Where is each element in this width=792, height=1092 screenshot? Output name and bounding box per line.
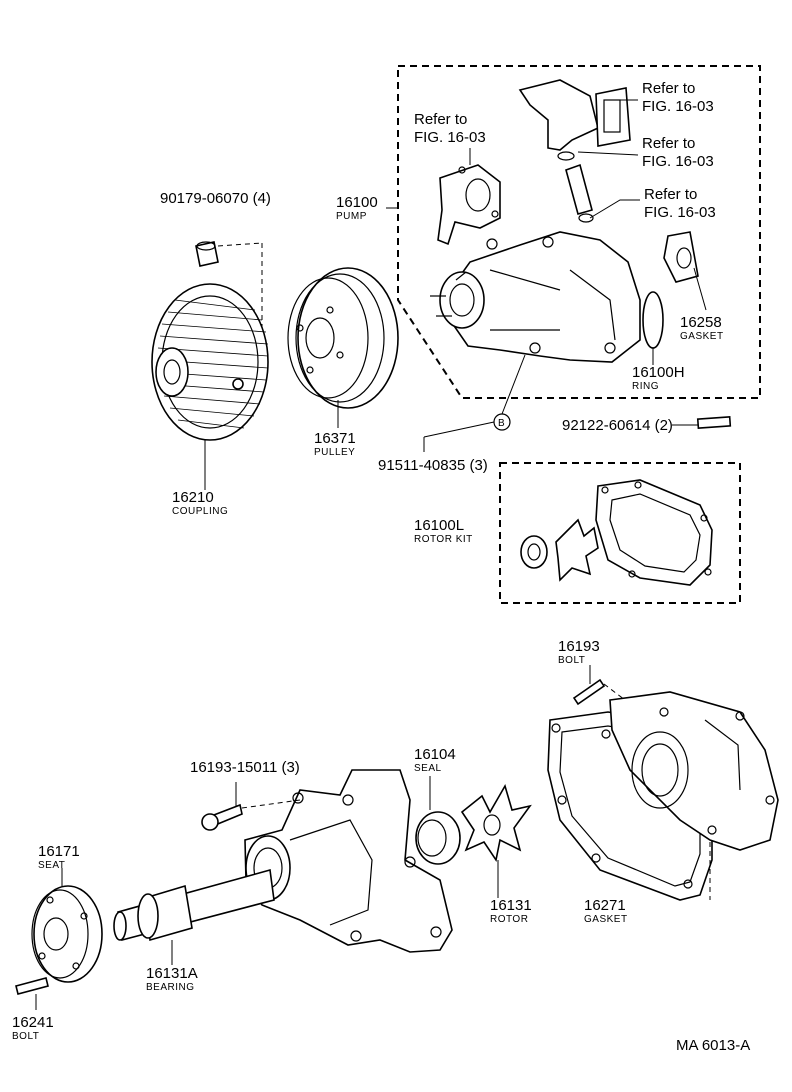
- label-pulley-name: PULLEY: [314, 447, 355, 458]
- label-gasket-num: 16258: [680, 314, 722, 331]
- ring-16100h-drawing: [642, 291, 664, 349]
- label-gasket-name: GASKET: [680, 331, 724, 342]
- label-refer3-a: Refer to: [642, 135, 695, 152]
- label-rotor-name: ROTOR: [490, 914, 528, 925]
- nut-90179-drawing: [195, 241, 263, 380]
- rotor-kit-boundary: [499, 462, 741, 604]
- label-gasket2-num: 16271: [584, 897, 626, 914]
- label-pump-num: 16100: [336, 194, 378, 211]
- label-bolt16193-name: BOLT: [558, 655, 585, 666]
- label-coupling-name: COUPLING: [172, 506, 228, 517]
- figure-id: MA 6013-A: [676, 1037, 750, 1054]
- seal-16104-drawing: [415, 776, 461, 865]
- refer4-leader: [589, 199, 640, 219]
- bolt-16193-drawing: [572, 665, 626, 706]
- label-bearing-num: 16131A: [146, 965, 198, 982]
- label-seat-num: 16171: [38, 843, 80, 860]
- callout-b-letter: B: [498, 418, 505, 429]
- pump-assembly-boundary: [397, 65, 761, 399]
- label-bolt16241-name: BOLT: [12, 1031, 39, 1042]
- bolt-16193-15011-drawing: [201, 782, 301, 831]
- pump-cover-drawing: [609, 691, 779, 900]
- label-coupling-num: 16210: [172, 489, 214, 506]
- pump-body-drawing: [244, 769, 453, 953]
- label-seal-name: SEAL: [414, 763, 442, 774]
- label-bolt16193-num: 16193: [558, 638, 600, 655]
- rotor-16131-drawing: [460, 783, 532, 898]
- label-16193-15011: 16193-15011 (3): [190, 759, 300, 776]
- label-rotor-num: 16131: [490, 897, 532, 914]
- label-ring-num: 16100H: [632, 364, 685, 381]
- outlet-pipe-drawing: [518, 79, 631, 161]
- label-bolt16241-num: 16241: [12, 1014, 54, 1031]
- label-gasket2-name: GASKET: [584, 914, 628, 925]
- label-seat-name: SEAT: [38, 860, 65, 871]
- stud-92122-drawing: [672, 416, 732, 429]
- bearing-16131a-drawing: [113, 868, 275, 965]
- gasket-16258-drawing: [663, 231, 699, 283]
- bolt-16241-drawing: [15, 977, 49, 1010]
- label-refer1-a: Refer to: [414, 111, 467, 128]
- label-pulley-num: 16371: [314, 430, 356, 447]
- bypass-pipe-drawing: [565, 163, 594, 223]
- seat-16171-drawing: [31, 868, 103, 983]
- pulley-drawing: [287, 267, 399, 409]
- label-stud-92122: 92122-60614 (2): [562, 417, 673, 434]
- label-91511: 91511-40835 (3): [378, 457, 488, 474]
- label-bearing-name: BEARING: [146, 982, 195, 993]
- inlet-housing-drawing: [437, 164, 501, 246]
- label-refer3-b: FIG. 16-03: [642, 153, 714, 170]
- label-refer2-a: Refer to: [642, 80, 695, 97]
- refer3-leader: [577, 151, 639, 156]
- label-rotor-kit-name: ROTOR KIT: [414, 534, 473, 545]
- label-90179: 90179-06070 (4): [160, 190, 271, 207]
- label-seal-num: 16104: [414, 746, 456, 763]
- label-ring-name: RING: [632, 381, 659, 392]
- label-pump-name: PUMP: [336, 211, 367, 222]
- pump-assembly-drawing: [430, 231, 641, 363]
- label-refer2-b: FIG. 16-03: [642, 98, 714, 115]
- label-refer4-a: Refer to: [644, 186, 697, 203]
- gasket-leader: [693, 267, 707, 311]
- rotor-kit-drawing: [520, 479, 713, 586]
- label-refer4-b: FIG. 16-03: [644, 204, 716, 221]
- label-refer1-b: FIG. 16-03: [414, 129, 486, 146]
- label-rotor-kit-num: 16100L: [414, 517, 464, 534]
- fan-coupling-drawing: [151, 283, 269, 441]
- callout-b: B: [423, 354, 526, 452]
